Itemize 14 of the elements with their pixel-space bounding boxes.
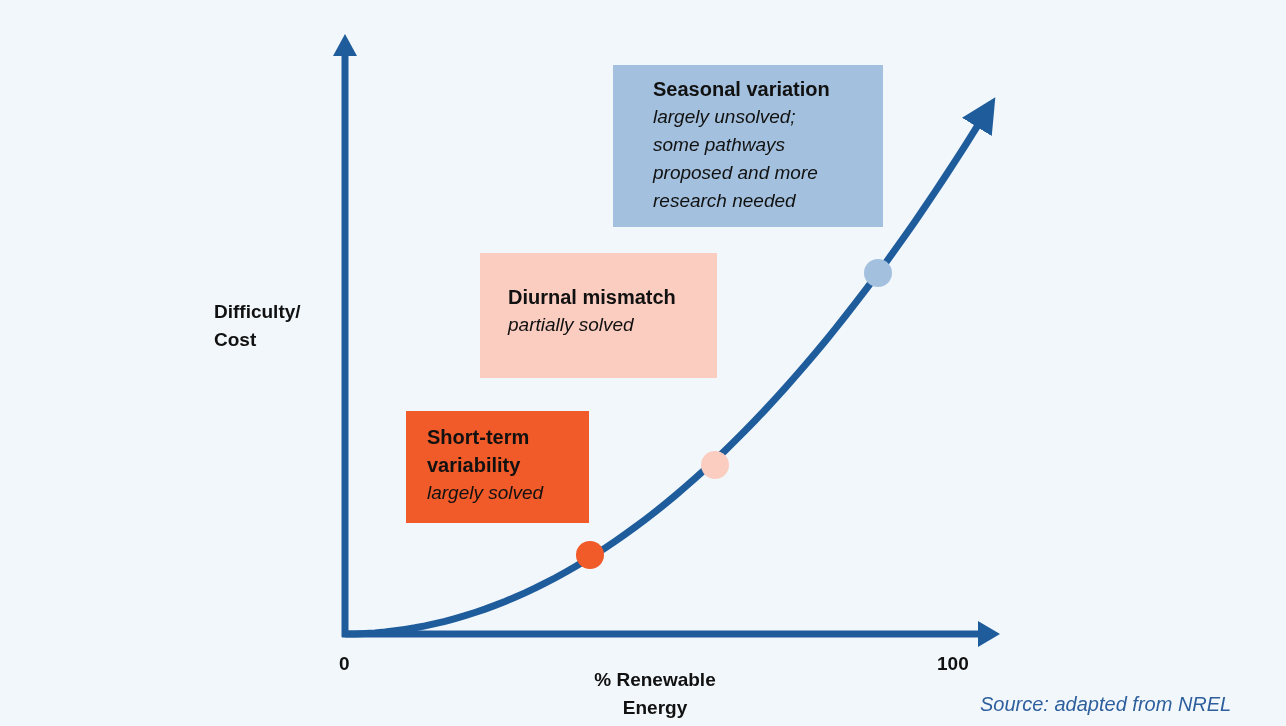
stage-title: Diurnal mismatch <box>508 285 677 310</box>
axis-tick-label: 100 <box>937 652 969 676</box>
stage-status: largely unsolved; some pathways proposed and more research needed <box>653 105 819 213</box>
stage-box <box>480 253 717 378</box>
axis-title: Difficulty/ Cost <box>214 300 302 352</box>
source-note: Source: adapted from NREL <box>980 692 1232 717</box>
stage-status: largely solved <box>427 481 545 505</box>
stage-box <box>613 65 883 227</box>
stage-title: Seasonal variation <box>653 77 831 102</box>
stage-box <box>406 411 589 523</box>
axis-tick-label: 0 <box>339 652 350 676</box>
stage-status: partially solved <box>508 313 635 337</box>
axis-title: % Renewable Energy <box>593 668 717 720</box>
stage-title: Short-term variability <box>427 425 531 478</box>
